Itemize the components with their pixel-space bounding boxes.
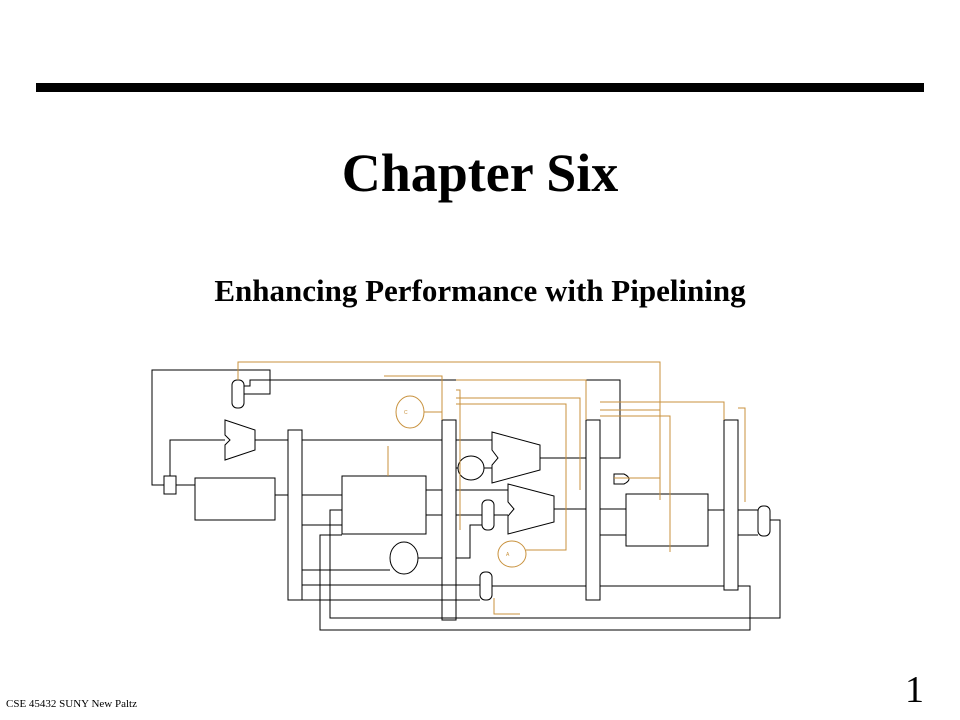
register-file-block xyxy=(341,475,427,535)
pc-mux xyxy=(231,379,245,409)
sign-extend-unit xyxy=(389,541,419,575)
page-number: 1 xyxy=(905,669,924,711)
instruction-memory-block xyxy=(194,477,276,521)
control-label: C xyxy=(404,410,408,416)
slide-title: Chapter Six xyxy=(341,143,619,203)
shift-left-2-unit xyxy=(457,455,485,481)
if-id-register xyxy=(287,429,303,601)
top-rule xyxy=(36,83,924,92)
pipeline-datapath-diagram: C A xyxy=(151,361,781,631)
pc-adder xyxy=(224,419,256,461)
alu-src-mux xyxy=(481,499,495,531)
data-memory-block xyxy=(625,493,709,547)
slide-subtitle: Enhancing Performance with Pipelining xyxy=(214,273,746,308)
footer-text: CSE 45432 SUNY New Paltz xyxy=(6,698,137,710)
pc-register xyxy=(163,475,177,495)
mem-wb-register xyxy=(723,419,739,591)
alu-control-unit xyxy=(497,540,527,568)
branch-adder xyxy=(491,431,541,484)
control-wires xyxy=(237,361,746,615)
datapath-wires xyxy=(151,369,781,631)
memtoreg-mux xyxy=(757,505,771,537)
alu xyxy=(507,483,555,535)
id-ex-register xyxy=(441,419,457,621)
regdst-mux xyxy=(479,571,493,601)
control-unit xyxy=(395,395,425,429)
branch-and-gate xyxy=(613,473,630,485)
ex-mem-register xyxy=(585,419,601,601)
alu-control-label: A xyxy=(506,552,510,558)
